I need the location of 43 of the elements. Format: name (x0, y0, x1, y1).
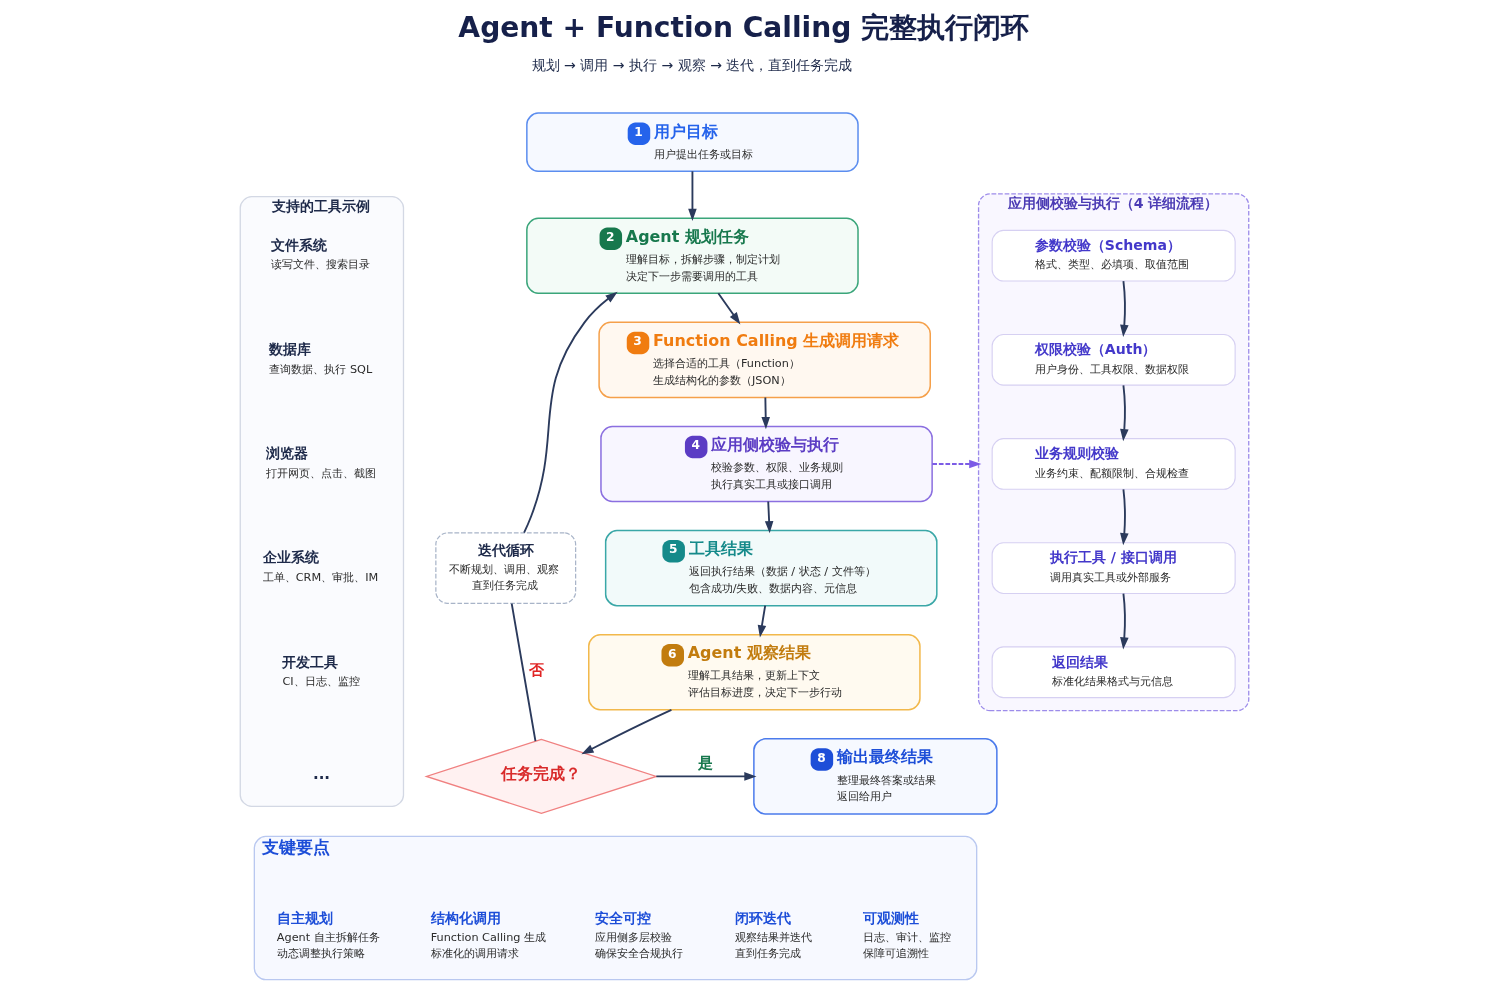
arrow (1119, 592, 1129, 650)
node-box: 返回结果 标准化结果格式与元信息 (991, 646, 1236, 699)
node-box: 权限校验（Auth） 用户身份、工具权限、数据权限 (991, 333, 1236, 386)
node-diamond: 任务完成？ (423, 738, 658, 815)
node-box: 参数校验（Schema） 格式、类型、必填项、取值范围 (991, 229, 1236, 282)
node-text: 开发工具 CI、日志、监控 (281, 653, 360, 688)
node-box: 迭代循环 不断规划、调用、观察 直到任务完成 (434, 532, 576, 604)
node-text: 自主规划 Agent 自主拆解任务 动态调整执行策略 (276, 909, 380, 961)
node-text: 数据库 查询数据、执行 SQL (268, 341, 372, 376)
node-text: 可观测性 日志、审计、监控 保障可追溯性 (862, 909, 951, 961)
arrow (930, 459, 981, 469)
arrow (764, 500, 773, 534)
node-text: 闭环迭代 观察结果并迭代 直到任务完成 (734, 909, 812, 961)
node-box: 6 Agent 观察结果 理解工具结果，更新上下文 评估目标进度，决定下一步行动 (587, 633, 921, 711)
arrow (580, 708, 672, 755)
label: ... (312, 765, 330, 784)
node-text: 文件系统 读写文件、搜索目录 (270, 237, 370, 272)
node-box: 4 应用侧校验与执行 校验参数、权限、业务规则 执行真实工具或接口调用 (599, 425, 933, 503)
edge-label: 是 (697, 753, 713, 772)
node-text: 安全可控 应用侧多层校验 确保安全合规执行 (594, 909, 683, 961)
node-text: 浏览器 打开网页、点击、截图 (265, 445, 376, 480)
node-text: 企业系统 工单、CRM、审批、IM (262, 549, 378, 584)
edge-label: 否 (528, 660, 544, 679)
arrow (522, 291, 618, 534)
arrow (1119, 384, 1129, 442)
arrow (757, 604, 766, 638)
node-box: 8 输出最终结果 整理最终答案或结果 返回给用户 (752, 738, 998, 815)
node-box: 业务规则校验 业务约束、配额限制、合规检查 (991, 438, 1236, 490)
node-text: 结构化调用 Function Calling 生成 标准化的调用请求 (430, 909, 546, 961)
arrow (716, 292, 740, 325)
arrow (760, 396, 770, 430)
arrow (1119, 280, 1129, 338)
node-box: 1 用户目标 用户提出任务或目标 (525, 112, 859, 173)
node-box: 执行工具 / 接口调用 调用真实工具或外部服务 (991, 542, 1236, 594)
arrow (654, 772, 756, 781)
label: 规划 → 调用 → 执行 → 观察 → 迭代，直到任务完成 (531, 57, 852, 74)
node-box: 3 Function Calling 生成调用请求 选择合适的工具（Function） 生成结构化的参数（JSON） (597, 321, 931, 399)
arrow (1119, 488, 1129, 546)
connector (510, 602, 536, 743)
node-box: 2 Agent 规划任务 理解目标，拆解步骤，制定计划 决定下一步需要调用的工具 (525, 217, 859, 294)
diagram-title: Agent + Function Calling 完整执行闭环 (457, 11, 1029, 45)
arrow (687, 170, 697, 221)
node-box: 5 工具结果 返回执行结果（数据 / 状态 / 文件等） 包含成功/失败、数据内容、元信息 (604, 529, 938, 607)
